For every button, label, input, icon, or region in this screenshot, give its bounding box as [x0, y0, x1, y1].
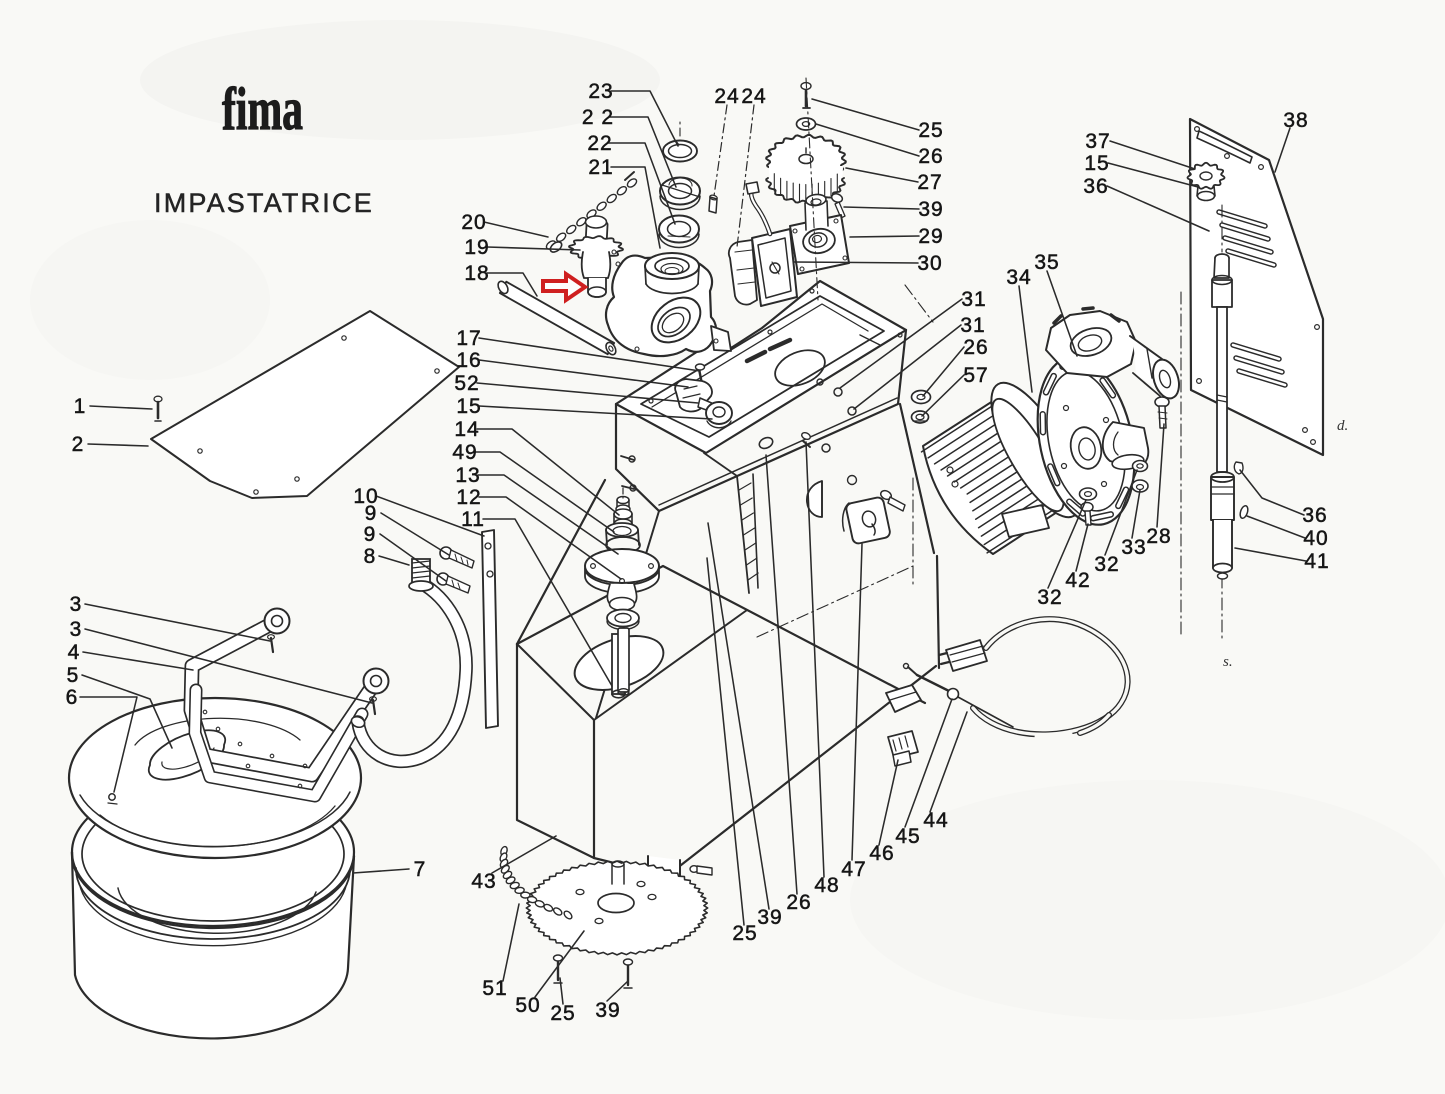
- svg-text:34: 34: [1006, 266, 1031, 289]
- svg-text:36: 36: [1302, 504, 1327, 527]
- svg-text:15: 15: [1084, 152, 1109, 175]
- svg-text:9: 9: [365, 502, 378, 525]
- svg-text:12: 12: [456, 486, 481, 509]
- svg-text:24: 24: [741, 85, 766, 108]
- svg-text:6: 6: [66, 686, 79, 709]
- svg-text:37: 37: [1085, 130, 1110, 153]
- svg-text:19: 19: [464, 236, 489, 259]
- svg-text:29: 29: [918, 225, 943, 248]
- svg-text:39: 39: [595, 999, 620, 1022]
- svg-text:42: 42: [1065, 569, 1090, 592]
- svg-text:24: 24: [714, 85, 739, 108]
- svg-text:26: 26: [786, 891, 811, 914]
- svg-text:36: 36: [1083, 175, 1108, 198]
- svg-text:35: 35: [1034, 251, 1059, 274]
- svg-text:49: 49: [452, 441, 477, 464]
- svg-text:5: 5: [67, 664, 80, 687]
- svg-text:14: 14: [454, 418, 479, 441]
- svg-text:45: 45: [895, 825, 920, 848]
- svg-text:44: 44: [923, 809, 948, 832]
- svg-text:46: 46: [869, 842, 894, 865]
- svg-text:25: 25: [732, 922, 757, 945]
- svg-text:13: 13: [455, 464, 480, 487]
- svg-text:33: 33: [1121, 536, 1146, 559]
- svg-text:3: 3: [70, 593, 83, 616]
- svg-text:39: 39: [757, 906, 782, 929]
- svg-text:57: 57: [963, 364, 988, 387]
- svg-text:38: 38: [1283, 109, 1308, 132]
- svg-text:26: 26: [963, 336, 988, 359]
- svg-text:1: 1: [74, 395, 87, 418]
- svg-text:11: 11: [461, 508, 485, 531]
- svg-text:28: 28: [1146, 525, 1171, 548]
- svg-text:41: 41: [1304, 550, 1329, 573]
- svg-text:17: 17: [456, 327, 481, 350]
- svg-text:3: 3: [70, 618, 83, 641]
- svg-text:18: 18: [464, 262, 489, 285]
- svg-text:31: 31: [960, 314, 985, 337]
- svg-text:52: 52: [454, 372, 479, 395]
- svg-text:25: 25: [918, 119, 943, 142]
- svg-text:31: 31: [961, 288, 986, 311]
- svg-text:20: 20: [461, 211, 486, 234]
- svg-text:2: 2: [72, 433, 85, 456]
- svg-text:15: 15: [456, 395, 481, 418]
- svg-text:26: 26: [918, 145, 943, 168]
- svg-text:23: 23: [588, 80, 613, 103]
- svg-text:s.: s.: [1223, 654, 1233, 670]
- svg-text:d.: d.: [1337, 418, 1348, 434]
- svg-text:51: 51: [482, 977, 507, 1000]
- svg-text:48: 48: [814, 874, 839, 897]
- svg-text:39: 39: [918, 198, 943, 221]
- svg-text:10: 10: [353, 485, 378, 508]
- svg-text:9: 9: [364, 523, 377, 546]
- svg-text:50: 50: [515, 994, 540, 1017]
- svg-text:4: 4: [68, 641, 81, 664]
- svg-text:22: 22: [587, 132, 612, 155]
- svg-text:7: 7: [414, 858, 427, 881]
- svg-text:21: 21: [588, 156, 613, 179]
- svg-text:27: 27: [917, 171, 942, 194]
- svg-text:IMPASTATRICE: IMPASTATRICE: [154, 188, 374, 218]
- svg-text:25: 25: [550, 1002, 575, 1025]
- svg-text:30: 30: [917, 252, 942, 275]
- svg-text:32: 32: [1094, 553, 1119, 576]
- svg-text:40: 40: [1303, 527, 1328, 550]
- svg-text:fima: fima: [222, 76, 303, 142]
- svg-text:8: 8: [364, 545, 377, 568]
- svg-text:32: 32: [1037, 586, 1062, 609]
- svg-text:43: 43: [471, 870, 496, 893]
- svg-text:16: 16: [456, 349, 481, 372]
- svg-text:2 2: 2 2: [582, 106, 614, 129]
- svg-text:47: 47: [841, 858, 866, 881]
